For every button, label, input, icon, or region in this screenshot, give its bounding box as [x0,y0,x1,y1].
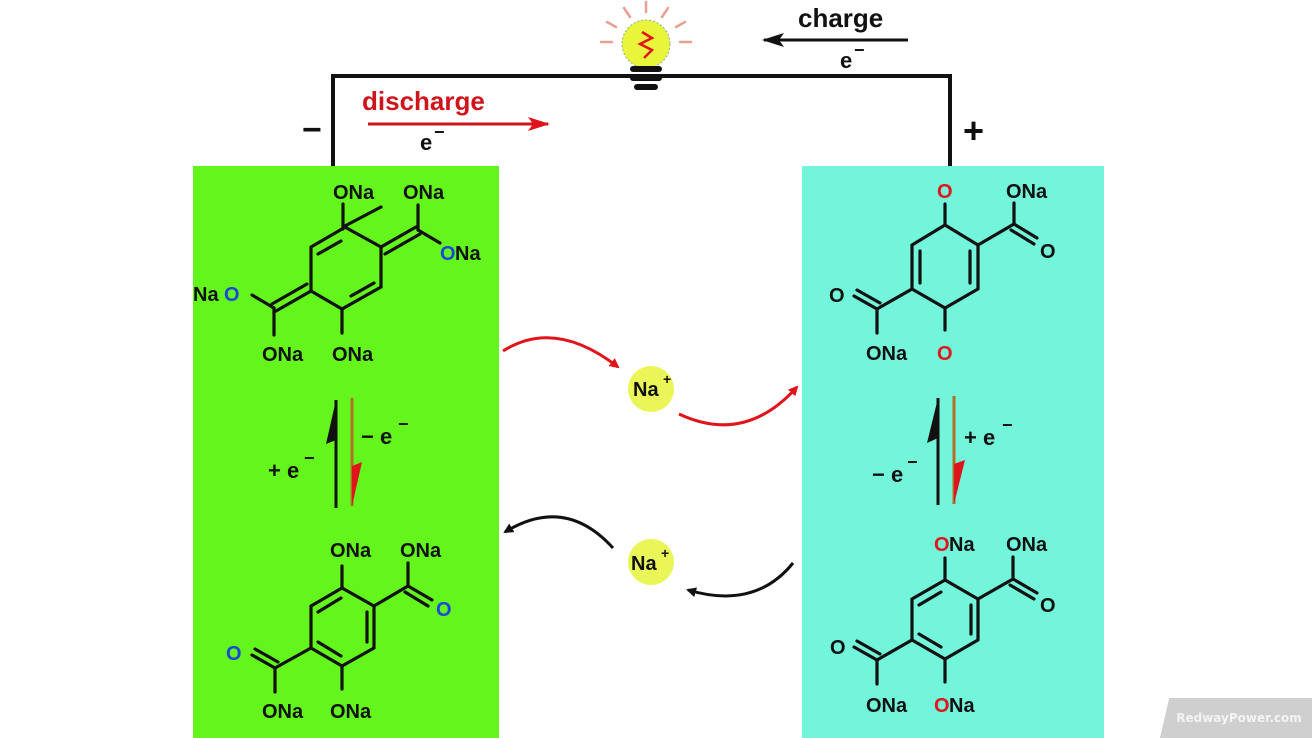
svg-text:−: − [304,448,315,468]
anode-oxidation-label: − e − [361,414,409,449]
svg-text:O: O [937,181,953,203]
sodium-ion-circle [628,366,674,412]
svg-text:+ e: + e [268,458,299,483]
svg-text:ONa: ONa [400,540,442,562]
discharge-label: discharge [362,86,485,116]
svg-text:e: e [840,48,852,73]
svg-text:ONa: ONa [403,182,445,204]
svg-text:+: + [661,545,669,561]
svg-text:O: O [224,284,240,306]
negative-terminal-sign: − [302,111,322,149]
discharge-ion-arrow-in [502,336,620,369]
svg-text:−: − [854,40,865,60]
svg-text:ONa: ONa [333,182,375,204]
svg-text:+ e: + e [964,425,995,450]
discharge-electron: e − [420,122,445,155]
svg-text:O: O [436,599,452,621]
sodium-ion-circle [628,539,674,585]
sodium-ion-charge: Na + [503,515,795,598]
svg-text:ONa: ONa [262,701,304,723]
charge-label: charge [798,3,883,33]
svg-text:O: O [934,695,950,717]
svg-text:Na: Na [455,243,481,265]
anode-reduction-label: + e − [268,448,315,483]
sodium-ion-discharge: Na + [502,336,799,427]
svg-text:+: + [663,371,671,387]
svg-text:−: − [434,122,445,142]
svg-text:O: O [830,637,846,659]
svg-text:ONa: ONa [330,701,372,723]
light-bulb-icon [599,0,693,90]
svg-text:ONa: ONa [866,695,908,717]
charge-ion-arrow-out [503,515,615,550]
cathode-molecule-top: O ONa O O ONa O [829,181,1056,365]
svg-text:O: O [937,343,953,365]
charge-ion-arrow-in [686,562,795,598]
svg-text:O: O [829,285,845,307]
svg-text:ONa: ONa [332,344,374,366]
svg-text:Na: Na [949,695,975,717]
anode-redox-arrows: + e − − e − [268,398,409,508]
cathode-reduction-label: + e − [964,415,1013,450]
cathode-redox-arrows: − e − + e − [872,396,1013,505]
svg-text:ONa: ONa [866,343,908,365]
charge-electron: e − [840,40,865,73]
svg-text:O: O [934,534,950,556]
anode-molecule-bottom: ONa ONa O O ONa ONa [226,540,452,723]
svg-text:O: O [440,243,456,265]
svg-text:e: e [420,130,432,155]
svg-text:−: − [1002,415,1013,435]
svg-text:Na: Na [949,534,975,556]
svg-text:Na: Na [631,553,657,575]
watermark: RedwayPower.com [1160,698,1312,738]
svg-text:Na: Na [193,284,219,306]
svg-text:−: − [907,452,918,472]
svg-text:ONa: ONa [1006,181,1048,203]
svg-text:ONa: ONa [330,540,372,562]
svg-text:−: − [398,414,409,434]
svg-text:Na: Na [633,379,659,401]
svg-text:O: O [1040,595,1056,617]
svg-text:− e: − e [872,462,903,487]
svg-text:ONa: ONa [1006,534,1048,556]
svg-text:O: O [226,643,242,665]
discharge-ion-arrow-out [678,385,799,427]
cathode-oxidation-label: − e − [872,452,918,487]
svg-text:O: O [1040,241,1056,263]
svg-text:− e: − e [361,424,392,449]
svg-text:ONa: ONa [262,344,304,366]
anode-panel [193,166,499,738]
positive-terminal-sign: + [963,110,984,151]
